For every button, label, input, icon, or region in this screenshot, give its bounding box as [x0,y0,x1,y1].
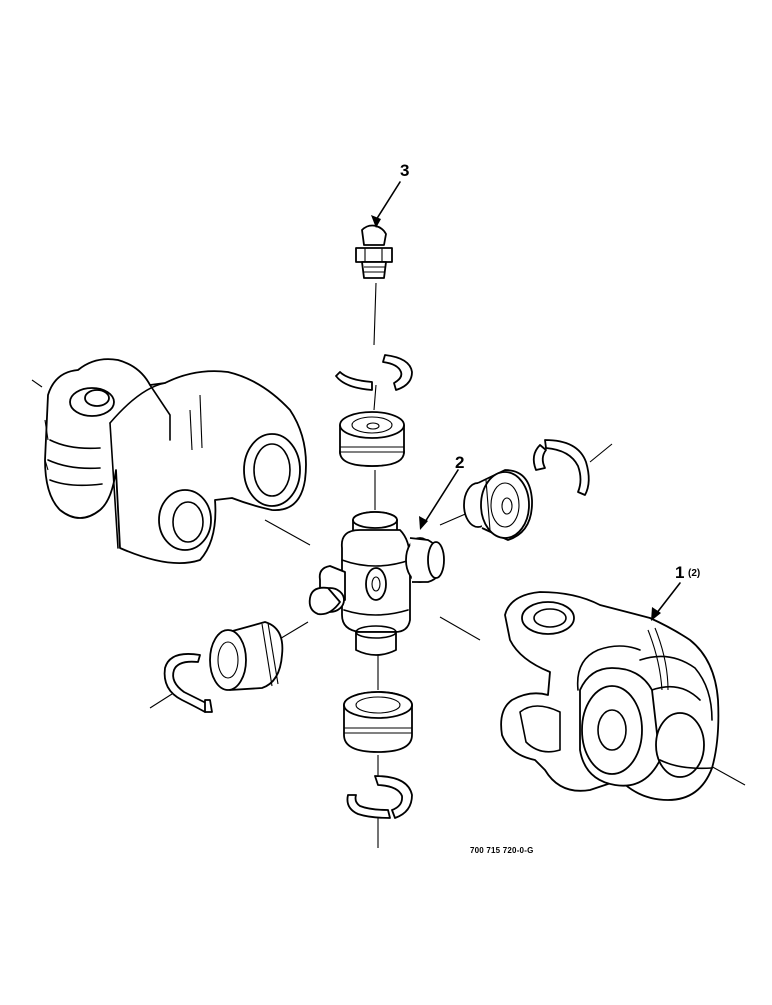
bearing-cup-left [209,621,284,691]
bearing-cup-bottom [343,691,413,753]
snap-ring-bottom [346,775,413,819]
yoke-left [44,358,307,565]
callout-2: 2 [455,453,464,472]
snap-ring-left [163,653,213,713]
yoke-right [500,591,720,801]
callout-3: 3 [400,161,409,180]
universal-joint-cross [308,511,445,656]
callout-1-quantity: (2) [688,568,700,579]
snap-ring-right [532,439,590,496]
grease-fitting [355,224,393,279]
figure-reference: 700 715 720-0-G [470,846,534,855]
bearing-cup-right [463,469,533,541]
callout-1: 1 [675,563,684,582]
leader-arrows [371,181,681,621]
bearing-cup-top [339,411,405,467]
snap-ring-top [335,354,413,391]
